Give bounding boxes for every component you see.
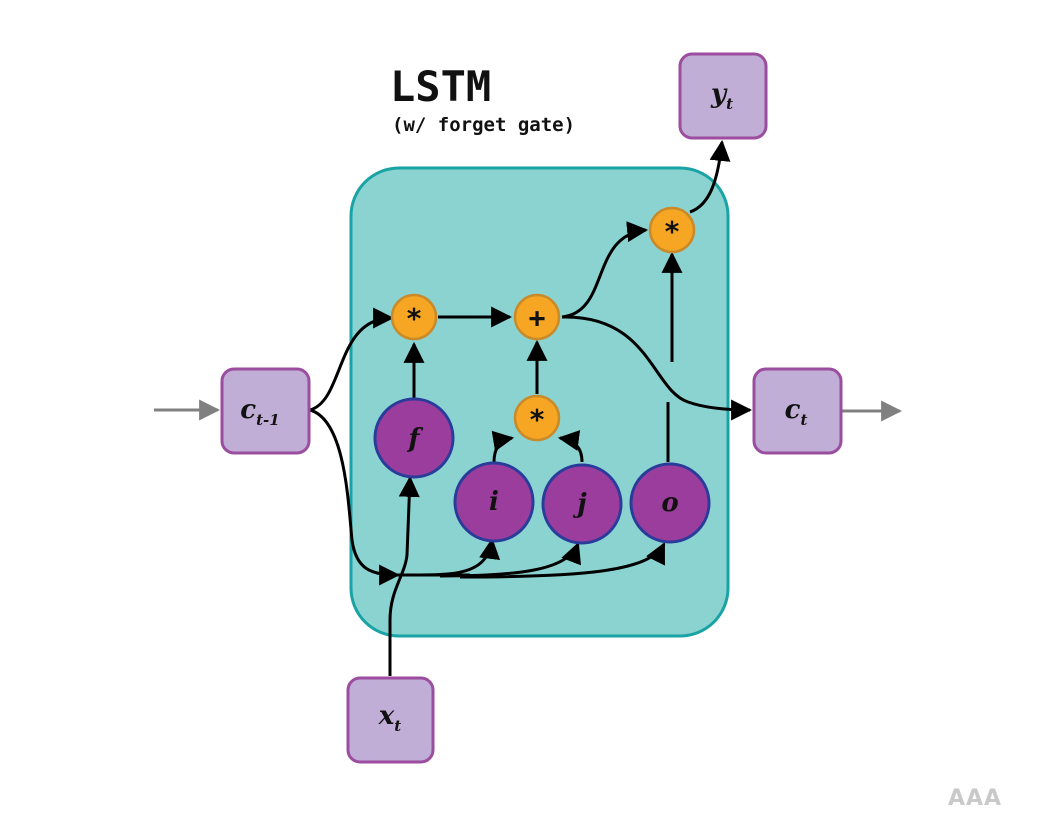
forget-gate-label: f [406, 424, 423, 454]
c-prev-label: c [240, 395, 256, 425]
c-next-label: c [785, 395, 801, 425]
add-to-output-mul-arrow [561, 221, 649, 319]
bus-to-o-arrow [459, 542, 666, 579]
bus-to-i-arrow [419, 537, 501, 577]
x-label: x [378, 701, 395, 731]
input-gate-label: i [489, 487, 499, 517]
c-prev-to-bus-line [309, 408, 401, 586]
c-next-box: ct [752, 367, 843, 455]
input-multiply-node: * [513, 394, 561, 442]
forget-multiply-node: * [390, 293, 438, 341]
output-mul-to-y-arrow [689, 139, 731, 214]
y-output-box: yt [678, 52, 768, 140]
i-to-input-mul-arrow [491, 430, 515, 463]
output-gate-node: o [629, 462, 711, 544]
input-gate-node: i [453, 461, 535, 543]
output-gate-label: o [661, 488, 678, 518]
x-to-f-arrow [388, 475, 420, 676]
forget-multiply-symbol: * [406, 302, 423, 335]
add-to-c-next-arrow [561, 315, 753, 421]
y-label: y [710, 79, 728, 109]
c-next-subscript: t [800, 411, 807, 429]
x-subscript: t [394, 717, 401, 735]
add-symbol: + [529, 301, 546, 334]
diagram-title: LSTM [390, 62, 492, 111]
add-node: + [513, 293, 561, 341]
svg-text:ct-1: ct-1 [240, 395, 279, 429]
y-subscript: t [726, 95, 733, 113]
svg-text:yt: yt [710, 79, 733, 113]
c-prev-box: ct-1 [220, 367, 311, 455]
output-multiply-node: * [648, 206, 696, 254]
diagram-subtitle: (w/ forget gate) [392, 114, 576, 136]
output-multiply-symbol: * [664, 215, 681, 248]
watermark-logo: AAA [948, 786, 1003, 811]
candidate-node: j [541, 463, 623, 545]
j-to-input-mul-arrow [557, 430, 584, 463]
c-prev-to-forget-mul-arrow [309, 307, 395, 412]
svg-text:ct: ct [785, 395, 808, 429]
svg-text:xt: xt [378, 701, 402, 735]
c-prev-subscript: t-1 [256, 411, 280, 429]
x-input-box: xt [346, 676, 435, 764]
input-multiply-symbol: * [529, 403, 546, 436]
forget-gate-node: f [373, 397, 455, 479]
